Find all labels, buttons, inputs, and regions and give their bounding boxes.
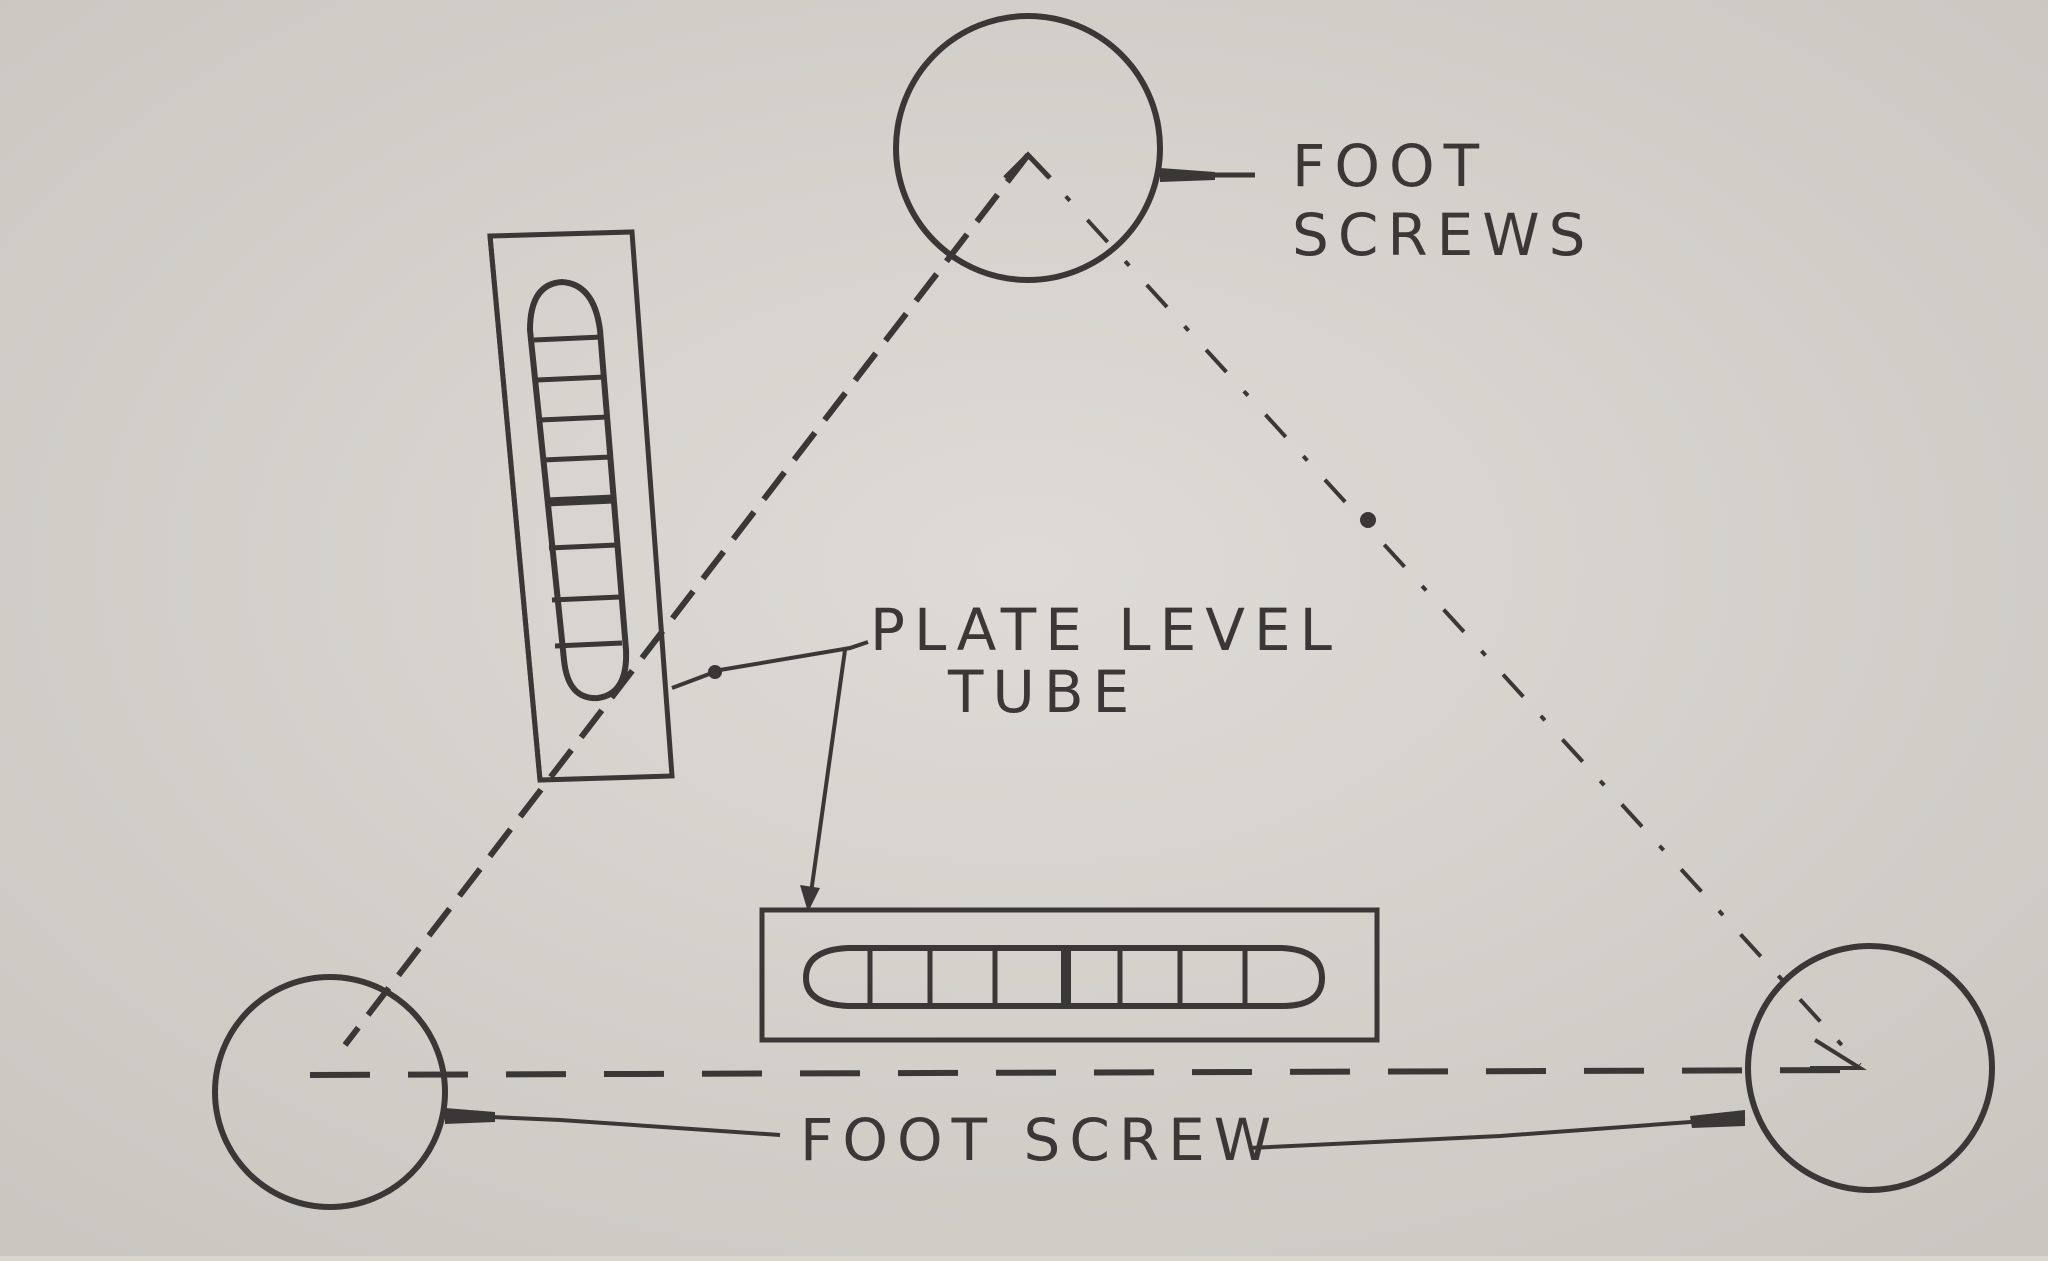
- base-dashed-line: [309, 1067, 1871, 1078]
- inclined-tube-frame-inner: [487, 235, 543, 781]
- inclined-vial-center-mark: [545, 494, 615, 507]
- inclined-vial-graduation-3: [539, 414, 609, 423]
- foot-screws-leader: [1160, 168, 1255, 182]
- inclined-vial-graduation-7: [554, 640, 623, 649]
- horizontal-vial: [802, 945, 1326, 1009]
- label-plate-level-line2: TUBE: [947, 658, 1138, 726]
- plate-level-leader-to-horizontal: [808, 649, 847, 901]
- right-corner-mark: [1810, 1038, 1867, 1070]
- plate-level-tube-inclined: [487, 229, 675, 783]
- foot-screw-leaders: [444, 1108, 1746, 1150]
- plate-level-arrowhead: [800, 885, 820, 912]
- foot-screw-arrowhead-right: [1690, 1110, 1745, 1128]
- inclined-vial-graduation-1: [533, 334, 603, 343]
- apex-mark: [1003, 151, 1052, 180]
- inclined-vial-graduation-2: [536, 374, 606, 383]
- inclined-vial-graduations: [533, 334, 623, 649]
- foot-screws-arrowhead: [1160, 168, 1215, 182]
- foot-screw-left-circle: [212, 974, 448, 1210]
- horizontal-tube-frame: [759, 907, 1380, 1043]
- foot-screw-top-circle: [893, 13, 1163, 283]
- plate-level-leader-to-inclined: [671, 640, 869, 690]
- foot-screw-leader-right: [1249, 1116, 1746, 1150]
- label-plate-level-line1: PLATE LEVEL: [870, 596, 1341, 664]
- foot-screw-right-circle: [1745, 943, 1995, 1193]
- right-dashed-line: [1026, 153, 1862, 1067]
- plate-level-tube-horizontal: [759, 907, 1380, 1043]
- horizontal-vial-graduations: [867, 950, 1248, 1004]
- right-line-dot: [1360, 512, 1376, 528]
- foot-screw-arrowhead-left: [445, 1108, 495, 1124]
- inclined-vial-graduation-4: [542, 454, 612, 463]
- label-foot-screws-line2: SCREWS: [1292, 201, 1594, 269]
- plate-level-leaders: [671, 640, 869, 912]
- left-dashed-line: [342, 153, 1031, 1047]
- label-foot-screws-line1: FOOT: [1292, 132, 1488, 200]
- label-foot-screw: FOOT SCREW: [800, 1106, 1280, 1174]
- inclined-vial: [526, 278, 630, 702]
- inclined-vial-graduation-5: [548, 542, 618, 551]
- plate-level-leader-dot: [708, 665, 722, 679]
- inclined-vial-graduation-6: [551, 594, 621, 603]
